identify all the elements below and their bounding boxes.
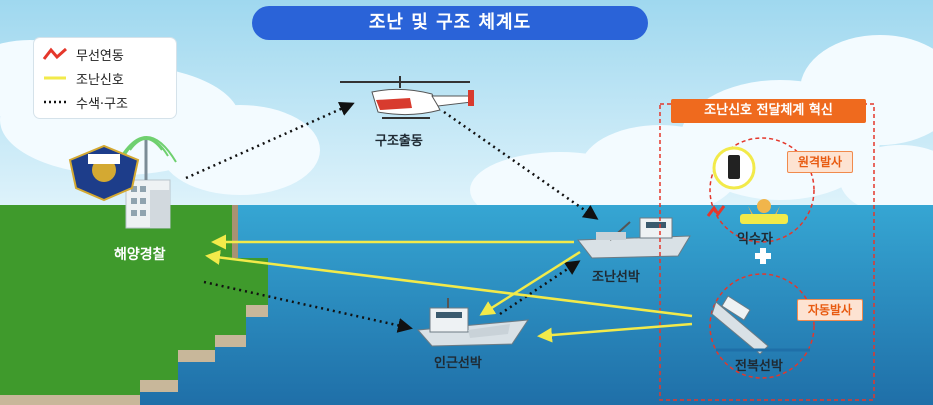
swimmer-icon — [757, 199, 771, 213]
black-dotted-line-icon — [42, 95, 68, 109]
red-zigzag-icon — [42, 47, 68, 61]
legend-item-rescue: 수색·구조 — [42, 92, 128, 112]
legend-label: 조난신호 — [76, 69, 124, 88]
legend-item-signal: 조난신호 — [42, 68, 124, 88]
legend-item-wireless: 무선연동 — [42, 44, 124, 64]
innovation-title: 조난신호 전달체계 혁신 — [671, 99, 866, 123]
nearby-ship-label: 인근선박 — [434, 352, 482, 371]
capsized-ship-label: 전복선박 — [735, 355, 783, 374]
legend-label: 수색·구조 — [76, 93, 128, 112]
diagram-title: 조난 및 구조 체계도 — [252, 6, 648, 40]
remote-launch-tag: 원격발사 — [787, 151, 853, 173]
beacon-device-icon — [728, 155, 740, 179]
auto-launch-tag: 자동발사 — [797, 299, 863, 321]
legend: 무선연동 조난신호 수색·구조 — [34, 38, 176, 118]
coast-guard-label: 해양경찰 — [114, 244, 166, 264]
helicopter-label: 구조출동 — [375, 130, 423, 149]
legend-label: 무선연동 — [76, 45, 124, 64]
distress-ship-label: 조난선박 — [592, 266, 640, 285]
swimmer-label: 익수자 — [737, 228, 773, 247]
yellow-line-icon — [42, 71, 68, 85]
